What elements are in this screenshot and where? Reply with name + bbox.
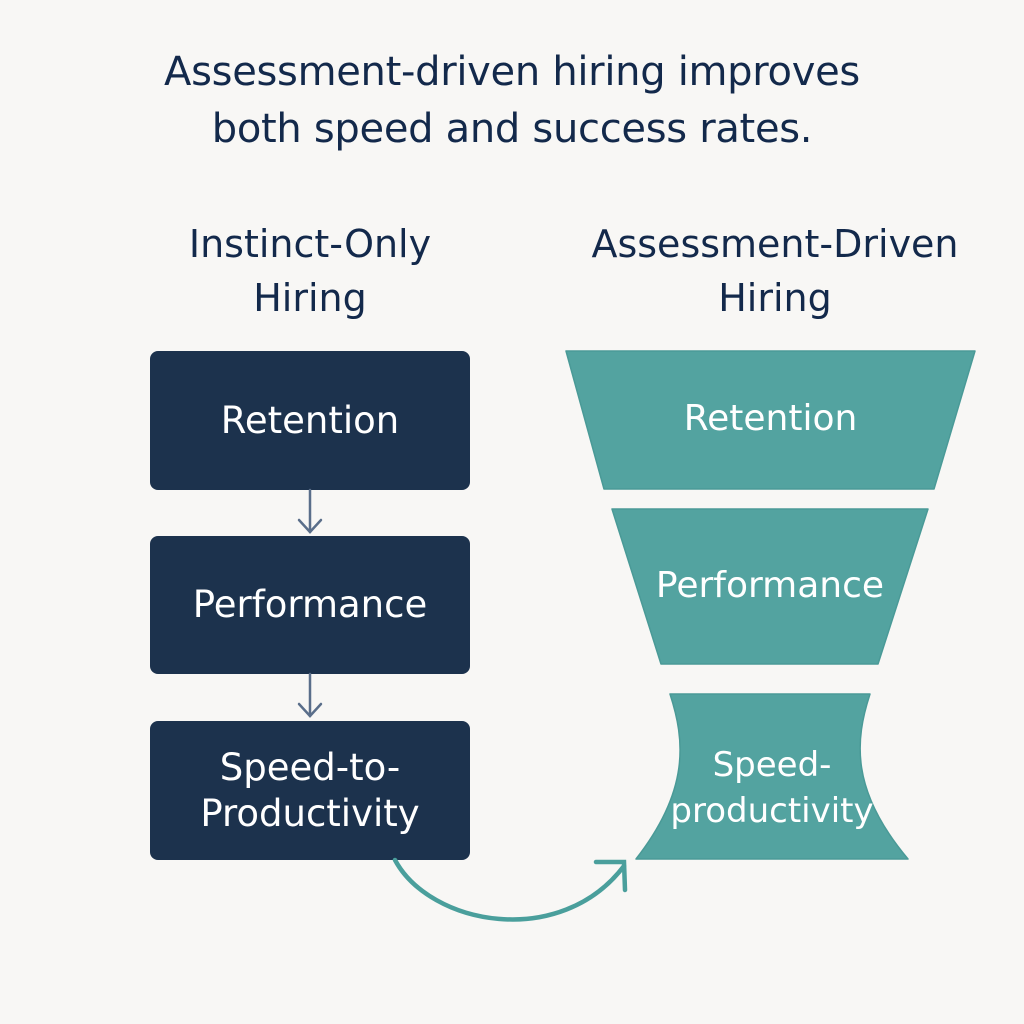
funnel-segment-performance (611, 508, 929, 665)
instinct-heading: Instinct-Only Hiring (150, 217, 470, 325)
instinct-heading-line-1: Instinct-Only (188, 222, 432, 266)
assessment-heading-line-2: Hiring (718, 276, 832, 320)
funnel-performance-label: Performance (655, 565, 885, 606)
funnel-segment-speed (635, 693, 909, 860)
funnel-speed-label-1: Speed- (712, 745, 832, 785)
instinct-speed-label-1: Speed-to- (219, 745, 401, 789)
instinct-performance-box: Performance (150, 536, 470, 674)
funnel-speed-label-2: productivity (670, 791, 874, 831)
title-line-2: both speed and success rates. (211, 106, 813, 152)
title-line-1: Assessment-driven hiring improves (164, 49, 860, 95)
funnel-speed-label: Speed- productivity (636, 742, 908, 834)
instinct-performance-label: Performance (192, 583, 428, 626)
funnel-retention-label: Retention (683, 398, 858, 439)
instinct-retention-box: Retention (150, 351, 470, 490)
assessment-heading: Assessment-Driven Hiring (560, 217, 990, 325)
funnel-segment-retention (565, 350, 976, 490)
assessment-heading-line-1: Assessment-Driven (591, 222, 959, 266)
instinct-speed-label-2: Productivity (200, 791, 420, 835)
down-arrow-icon (297, 488, 323, 534)
down-arrow-icon (297, 672, 323, 718)
instinct-speed-box: Speed-to- Productivity (150, 721, 470, 860)
page-title: Assessment-driven hiring improves both s… (0, 44, 1024, 158)
instinct-heading-line-2: Hiring (253, 276, 367, 320)
curved-arrow-icon (392, 857, 628, 922)
instinct-retention-label: Retention (220, 398, 400, 442)
